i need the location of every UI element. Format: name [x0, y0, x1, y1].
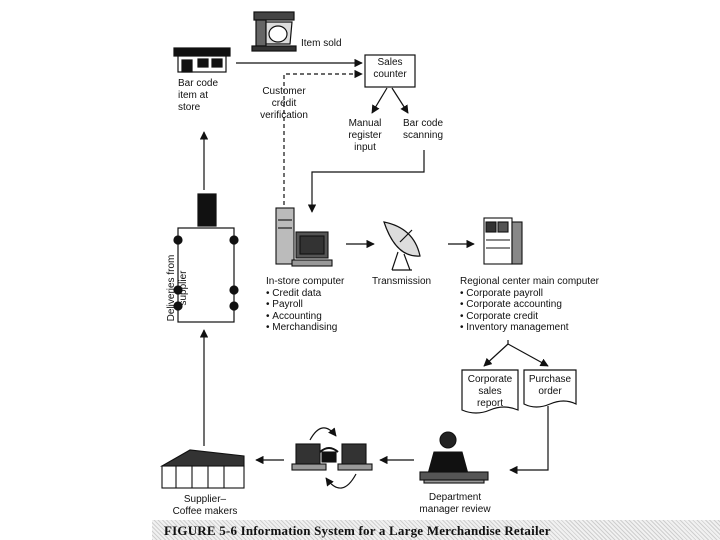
transmission-label: Transmission — [372, 276, 432, 287]
regional-item: Inventory management — [460, 322, 599, 334]
dashed-credit-path — [283, 69, 363, 205]
regional-title: Regional center main computer — [460, 276, 599, 287]
mainframe-icon — [483, 217, 523, 265]
telephone-icon — [319, 447, 339, 463]
in-store-title: In-store computer — [266, 276, 345, 287]
supplier-label: Supplier– Coffee makers — [172, 494, 238, 517]
regional-computer-list: Regional center main computer Corporate … — [460, 276, 599, 334]
arrow-counter-to-manual — [371, 87, 388, 114]
regional-item: Corporate credit — [460, 311, 599, 323]
purchase-order-doc — [523, 369, 577, 408]
arrow-regional-to-report — [483, 343, 509, 367]
sales-counter-box — [364, 54, 416, 88]
in-store-item: Merchandising — [266, 322, 344, 334]
warehouse-icon — [159, 449, 245, 489]
purchase-order-label: Purchase order — [528, 374, 572, 397]
arrow-regional-to-po — [507, 343, 549, 367]
item-sold-label: Item sold — [301, 38, 342, 49]
arrow-counter-to-scanning — [391, 87, 409, 114]
in-store-item: Credit data — [266, 288, 344, 300]
coffee-maker-icon — [251, 11, 297, 52]
arrow-po-to-manager — [509, 406, 549, 475]
figure-caption: FIGURE 5-6 Information System for a Larg… — [164, 523, 551, 538]
figure-caption-bar: FIGURE 5-6 Information System for a Larg… — [152, 520, 720, 540]
curved-arrow-bottom — [325, 473, 357, 489]
manual-register-label: Manual register input — [348, 118, 382, 153]
regional-item: Corporate payroll — [460, 288, 599, 300]
in-store-item: Payroll — [266, 299, 344, 311]
sales-report-doc — [461, 369, 519, 414]
department-label: Department manager review — [419, 492, 491, 515]
bar-code-item-label: Bar code item at store — [178, 78, 219, 113]
satellite-dish-icon — [383, 221, 421, 271]
in-store-computer-list: In-store computer Credit data Payroll Ac… — [266, 276, 344, 334]
manager-at-desk-icon — [419, 431, 489, 484]
store-building-icon — [173, 47, 231, 73]
in-store-computer-icon — [275, 207, 333, 267]
bar-code-scanning-label: Bar code scanning — [402, 118, 444, 141]
delivery-truck-icon — [173, 193, 239, 323]
deliveries-label-wrap: Deliveries from supplier — [164, 232, 236, 322]
communication-terminals-icon — [291, 443, 373, 471]
sales-counter-label: Sales counter — [373, 57, 407, 80]
curved-arrow-top — [309, 427, 337, 441]
customer-credit-label: Customer credit verification — [260, 86, 308, 121]
in-store-item: Accounting — [266, 311, 344, 323]
deliveries-label: Deliveries from supplier — [166, 254, 189, 322]
sales-report-label: Corporate sales report — [467, 374, 513, 409]
regional-item: Corporate accounting — [460, 299, 599, 311]
arrow-scan-to-computer — [307, 150, 425, 213]
